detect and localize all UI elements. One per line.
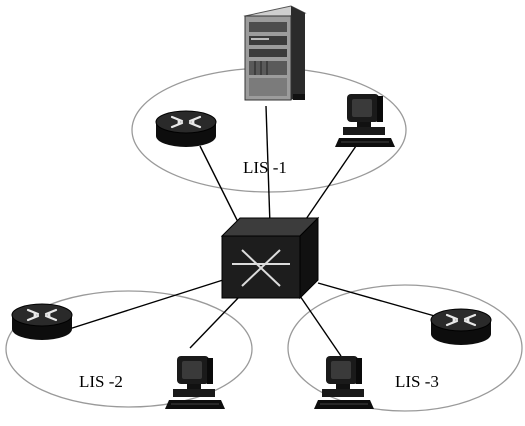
router-icon	[10, 302, 74, 342]
workstation-icon	[313, 355, 375, 410]
link-router-lis1	[199, 145, 239, 223]
link-workstation-lis1	[303, 145, 357, 223]
subnet-label-lis1: LIS -1	[243, 158, 287, 177]
link-router-lis2	[65, 279, 224, 331]
subnet-label-lis2: LIS -2	[79, 372, 123, 391]
workstation-icon	[334, 93, 396, 148]
link-workstation-lis3	[299, 295, 342, 357]
subnet-ellipse-lis2	[5, 290, 253, 408]
subnet-ellipse-lis3	[287, 284, 523, 412]
link-server	[265, 105, 271, 226]
subnet-label-lis3: LIS -3	[395, 372, 439, 391]
atm-switch-icon	[220, 216, 320, 300]
router-icon	[154, 109, 218, 149]
workstation-icon	[164, 355, 226, 410]
router-icon	[429, 307, 493, 347]
server-tower-icon	[243, 5, 307, 101]
link-workstation-lis2	[189, 295, 241, 349]
